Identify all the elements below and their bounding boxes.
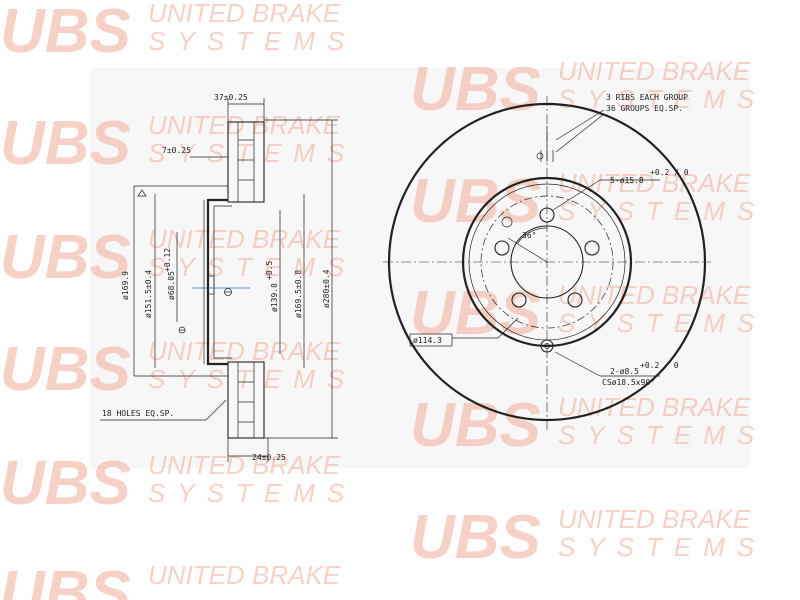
watermark-mid-left-3: UBS UNITED BRAKE SYSTEMS: [0, 335, 356, 404]
watermark-right-5: UBS UNITED BRAKE SYSTEMS: [410, 503, 766, 572]
watermark-line-2: SYSTEMS: [148, 26, 356, 56]
diameter-139-tolerance: +0.5: [265, 261, 274, 280]
svg-text:UNITED BRAKE: UNITED BRAKE: [148, 110, 341, 140]
watermark-mid-left-2: UBS UNITED BRAKE SYSTEMS: [0, 223, 356, 292]
pcd-label: ø114.3: [413, 336, 442, 345]
small-holes-label: 2-ø8.5: [610, 367, 639, 376]
svg-text:UBS: UBS: [0, 559, 131, 600]
holes-note: 18 HOLES EQ.SP.: [102, 409, 174, 418]
bolt-hole: [584, 240, 600, 256]
svg-text:UNITED BRAKE: UNITED BRAKE: [148, 336, 341, 366]
watermark-right-4: UBS UNITED BRAKE SYSTEMS: [410, 391, 766, 460]
watermark-right-2: UBS UNITED BRAKE SYSTEMS: [410, 167, 766, 236]
diameter-169-9-label: ø169.9: [121, 271, 130, 300]
svg-text:SYSTEMS: SYSTEMS: [558, 420, 766, 450]
watermark-logo: UBS: [0, 0, 131, 66]
face-view: 3 RIBS EACH GROUP 36 GROUPS EQ.SP. 5-ø15…: [383, 93, 711, 432]
total-width-label: 37±0.25: [214, 93, 248, 102]
watermark-right-3: UBS UNITED BRAKE SYSTEMS: [410, 279, 754, 348]
countersink-label: CSø18.5x90°: [602, 378, 655, 387]
watermark-bottom-left-2: UBS UNITED BRAKE: [0, 559, 341, 600]
diameter-68-05-label: ø68.05: [167, 271, 176, 300]
watermark-layer: UBS UNITED BRAKE SYSTEMS UBS UNITED BRAK…: [0, 0, 766, 600]
hat-section: [203, 198, 232, 366]
svg-text:SYSTEMS: SYSTEMS: [148, 478, 356, 508]
watermark-line-1: UNITED BRAKE: [148, 0, 341, 28]
bottom-width-label: 24±0.25: [252, 453, 286, 462]
svg-text:SYSTEMS: SYSTEMS: [148, 138, 356, 168]
svg-text:UNITED BRAKE: UNITED BRAKE: [558, 392, 751, 422]
svg-text:SYSTEMS: SYSTEMS: [558, 532, 766, 562]
hat-step-label: 7±0.25: [162, 146, 191, 155]
bolt-holes-label: 5-ø15.8: [610, 176, 644, 185]
bolt-hole: [494, 240, 510, 256]
svg-text:UBS: UBS: [410, 279, 541, 348]
small-holes-tolerance: +0.2 / 0: [640, 361, 679, 370]
svg-text:UBS: UBS: [410, 55, 541, 124]
svg-text:UBS: UBS: [0, 223, 131, 292]
side-view: 37±0.25 7±0.25 24±0.25 18 HOLES EQ.SP. ø…: [100, 93, 338, 462]
watermark-top-left: UBS UNITED BRAKE SYSTEMS: [0, 0, 356, 66]
svg-text:SYSTEMS: SYSTEMS: [148, 252, 356, 282]
watermark-bottom-left: UBS UNITED BRAKE SYSTEMS: [0, 449, 356, 518]
svg-text:SYSTEMS: SYSTEMS: [148, 364, 356, 394]
small-hole: [501, 216, 513, 228]
diameter-139-8-label: ø139.8: [270, 283, 279, 312]
rib-marks: [536, 109, 605, 162]
ribs-note-line-1: 3 RIBS EACH GROUP: [606, 93, 688, 102]
face-leaders: [452, 179, 660, 377]
angle-line: [507, 237, 548, 263]
svg-text:UNITED BRAKE: UNITED BRAKE: [148, 560, 341, 590]
svg-text:UNITED BRAKE: UNITED BRAKE: [148, 224, 341, 254]
svg-text:SYSTEMS: SYSTEMS: [558, 196, 766, 226]
watermark-mid-left-1: UBS UNITED BRAKE SYSTEMS: [0, 109, 356, 178]
svg-text:UNITED BRAKE: UNITED BRAKE: [558, 280, 751, 310]
disc-section-bottom: [227, 361, 265, 439]
diameter-151-5-label: ø151.5±0.4: [144, 270, 153, 318]
svg-text:UBS: UBS: [410, 167, 541, 236]
watermark-right-1: UBS UNITED BRAKE SYSTEMS: [410, 55, 766, 124]
bolt-hole: [511, 292, 527, 308]
ribs-note-line-2: 36 GROUPS EQ.SP.: [606, 104, 683, 113]
svg-text:SYSTEMS: SYSTEMS: [558, 84, 766, 114]
pcd-label-box: ø114.3: [409, 333, 453, 347]
diameter-280-label: ø280±0.4: [322, 269, 331, 308]
svg-text:UBS: UBS: [410, 503, 541, 572]
diameter-68-tolerance: +0.12: [163, 248, 172, 272]
svg-text:UNITED BRAKE: UNITED BRAKE: [558, 504, 751, 534]
svg-text:UBS: UBS: [0, 109, 131, 178]
svg-text:UBS: UBS: [0, 335, 131, 404]
svg-text:UBS: UBS: [0, 449, 131, 518]
diameter-169-5-label: ø169.5±0.8: [294, 270, 303, 318]
side-width-lines: [100, 98, 269, 462]
bolt-hole: [567, 292, 583, 308]
svg-text:UBS: UBS: [410, 391, 541, 460]
svg-text:UNITED BRAKE: UNITED BRAKE: [148, 450, 341, 480]
disc-section-top: [227, 121, 265, 203]
bolt-holes-tolerance: +0.2 / 0: [650, 168, 689, 177]
svg-text:UNITED BRAKE: UNITED BRAKE: [558, 56, 751, 86]
side-markers: [137, 189, 186, 334]
svg-text:UNITED BRAKE: UNITED BRAKE: [558, 168, 751, 198]
angle-arc: [517, 227, 548, 244]
angle-label: 36°: [522, 231, 536, 240]
side-diameter-lines: [133, 119, 338, 439]
